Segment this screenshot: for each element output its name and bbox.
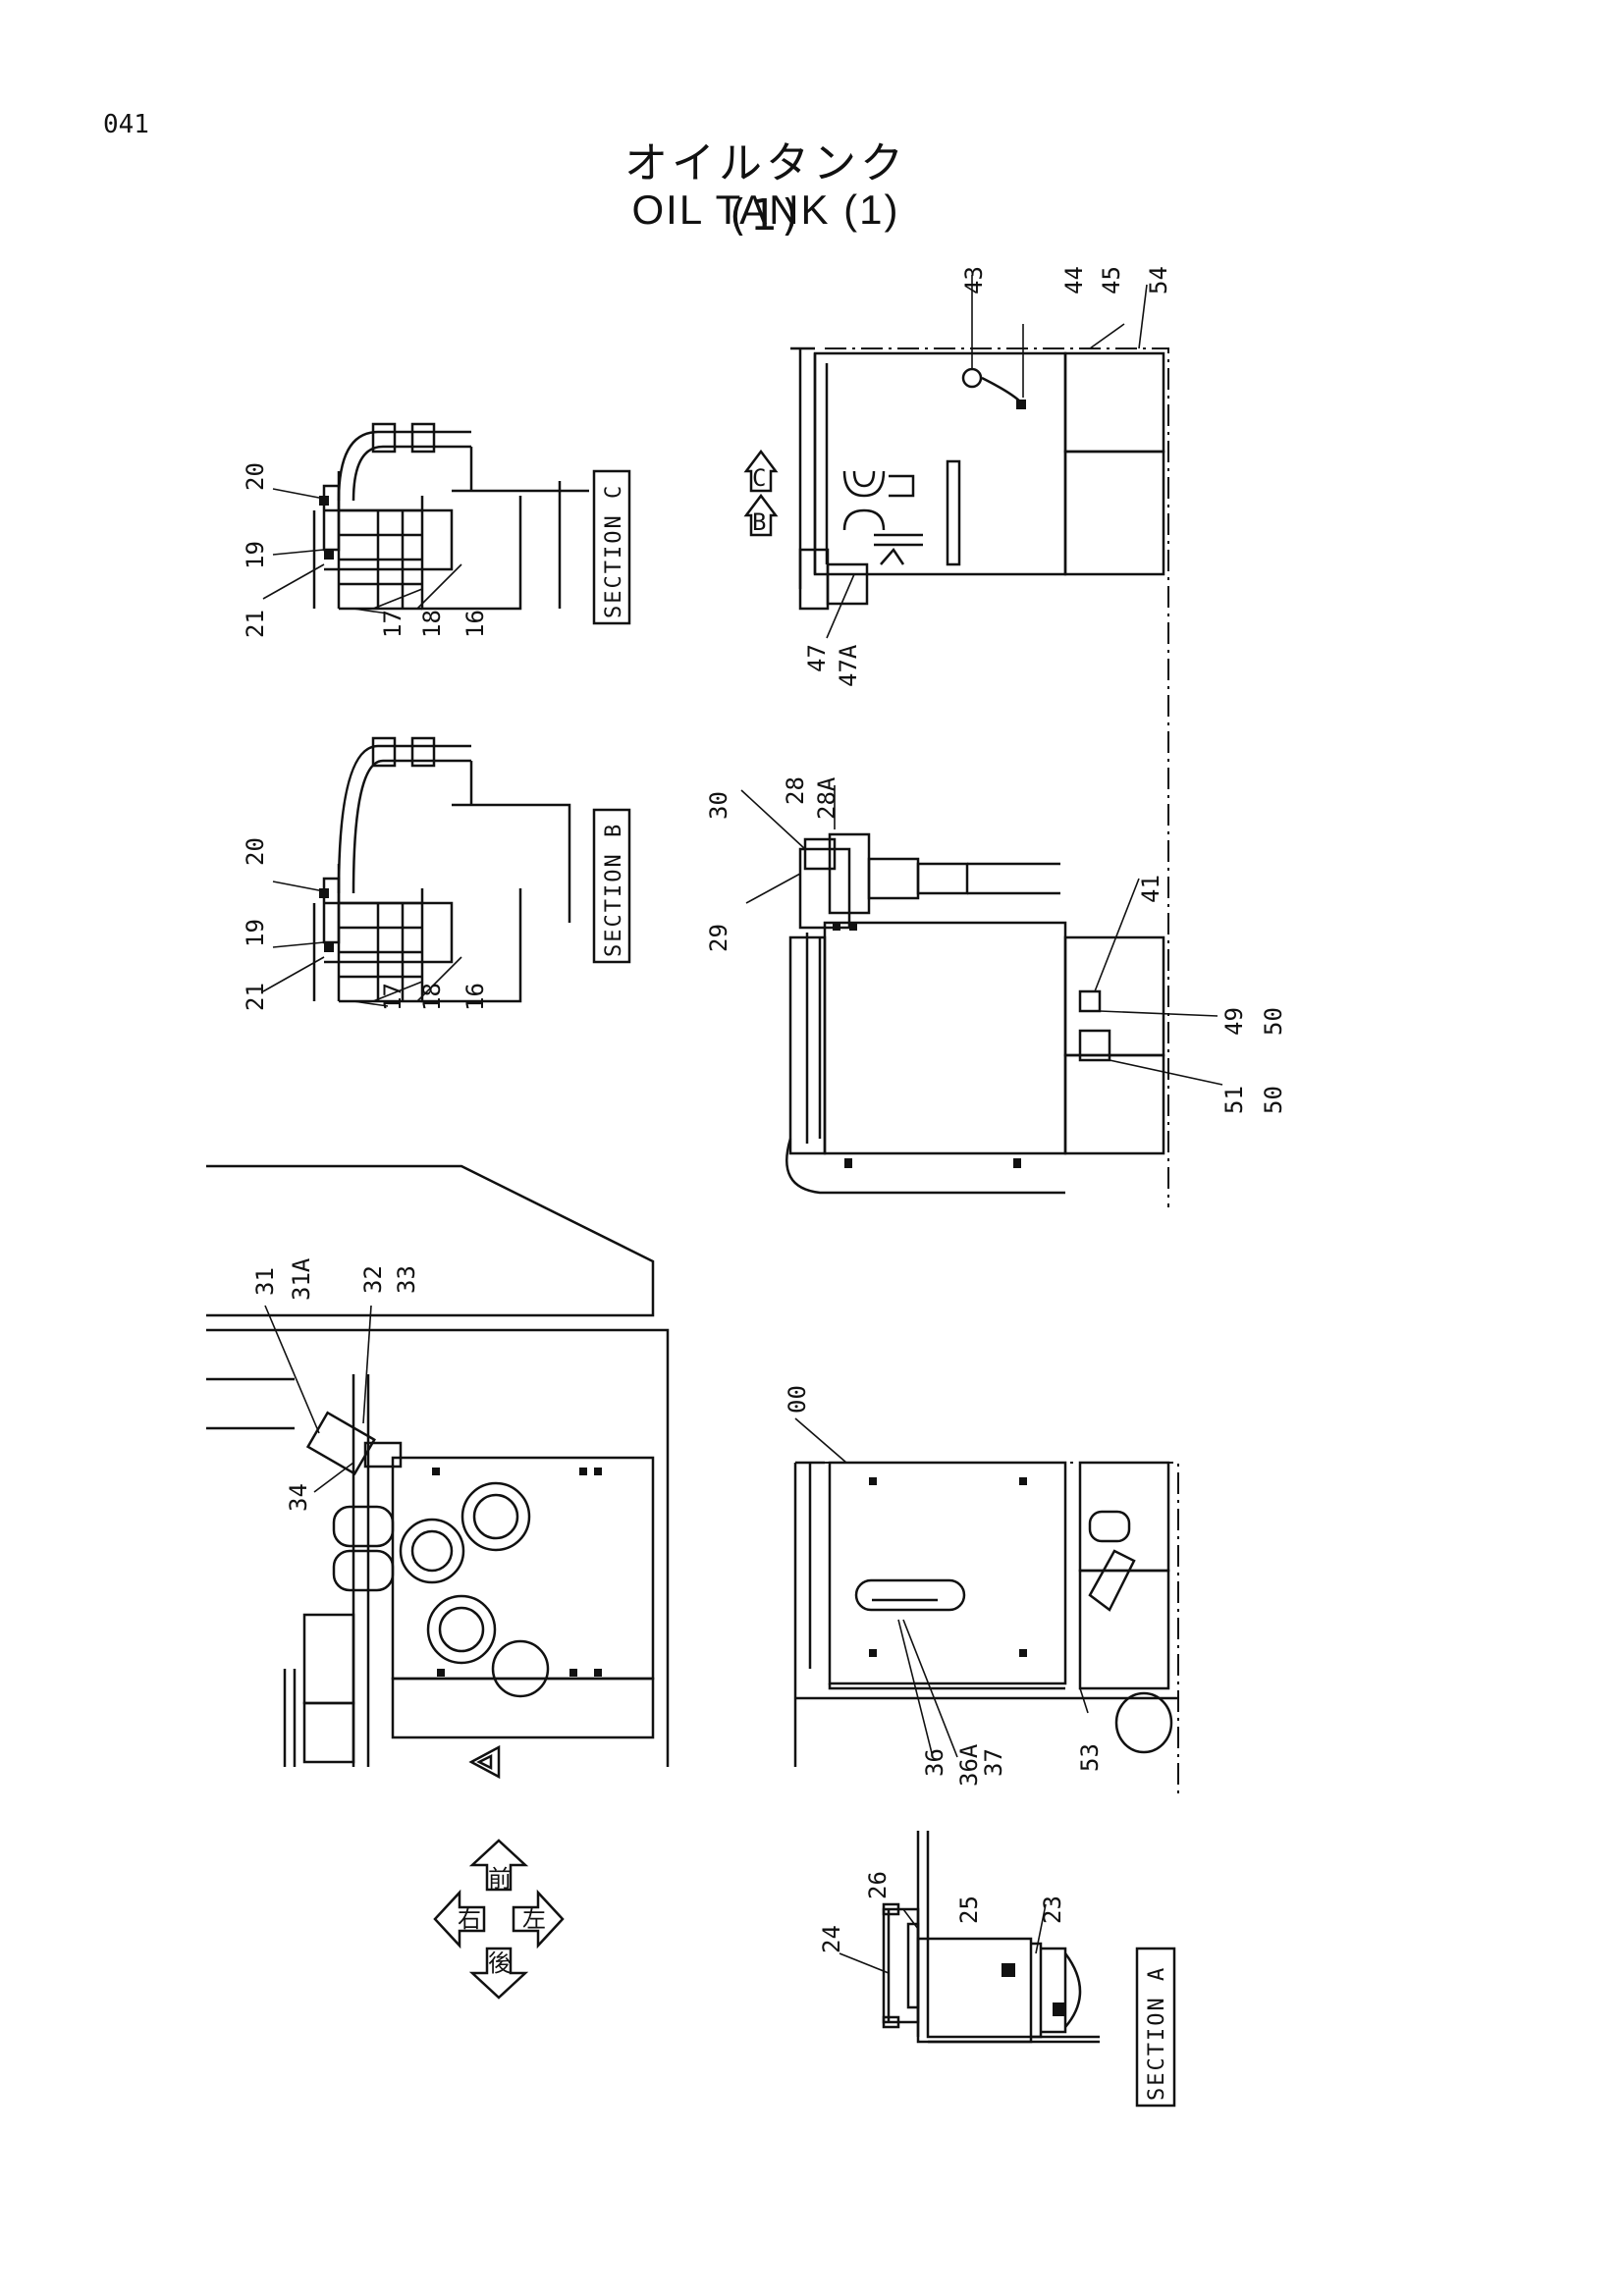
compass-rear: 後 xyxy=(488,1949,512,1977)
section-c-label: SECTION C xyxy=(602,484,626,618)
section-b-label: SECTION B xyxy=(602,823,626,957)
callout-49: 49 xyxy=(1220,1007,1248,1036)
section-a-label: SECTION A xyxy=(1145,1966,1169,2101)
callouts-side-top: 43 44 45 54 47 47A xyxy=(803,266,1172,687)
callout-26: 26 xyxy=(864,1871,892,1899)
title-english: OIL TANK (1) xyxy=(631,187,900,233)
callout-36a: 36A xyxy=(955,1743,983,1787)
callout-18: 18 xyxy=(418,610,446,638)
callout-32: 32 xyxy=(359,1265,387,1294)
callouts-section-a: 24 26 25 23 xyxy=(818,1871,1066,1953)
callout-18: 18 xyxy=(418,983,446,1011)
callout-28a: 28A xyxy=(813,776,840,820)
callout-19: 19 xyxy=(242,541,269,569)
compass-right: 右 xyxy=(458,1905,481,1933)
side-view-top: C B xyxy=(743,275,1169,1207)
callout-16: 16 xyxy=(461,983,489,1011)
callout-23: 23 xyxy=(1039,1896,1066,1924)
callout-51: 51 xyxy=(1220,1086,1248,1114)
callout-16: 16 xyxy=(461,610,489,638)
callout-17: 17 xyxy=(379,610,406,638)
callout-21: 21 xyxy=(242,983,269,1011)
callout-25: 25 xyxy=(955,1896,983,1924)
callout-54: 54 xyxy=(1145,266,1172,294)
callout-47a: 47A xyxy=(835,644,862,687)
callout-28: 28 xyxy=(782,776,809,805)
callout-50: 50 xyxy=(1260,1086,1287,1114)
callout-30: 30 xyxy=(705,791,732,820)
callouts-section-c: 20 19 21 17 18 16 xyxy=(242,462,489,638)
side-view-mid xyxy=(740,785,1223,1195)
callout-44: 44 xyxy=(1060,266,1088,294)
callout-47: 47 xyxy=(803,644,831,672)
callout-33: 33 xyxy=(393,1265,420,1294)
callout-29: 29 xyxy=(705,924,732,952)
callout-45: 45 xyxy=(1098,266,1125,294)
callout-24: 24 xyxy=(818,1925,845,1953)
callout-20: 20 xyxy=(242,462,269,491)
callouts-section-b: 20 19 21 17 18 16 xyxy=(242,837,489,1011)
callout-21: 21 xyxy=(242,610,269,638)
section-a-view: SECTION A xyxy=(839,1831,1176,2108)
direction-compass: 前 後 右 左 xyxy=(433,1839,565,2000)
compass-front: 前 xyxy=(488,1865,512,1893)
title-japanese: オイルタンク (1) xyxy=(624,138,907,240)
callout-36: 36 xyxy=(921,1748,948,1777)
view-marker-c: C xyxy=(752,464,766,492)
callout-17: 17 xyxy=(379,983,406,1011)
callout-20: 20 xyxy=(242,837,269,866)
callout-31a: 31A xyxy=(288,1257,315,1301)
callout-19: 19 xyxy=(242,919,269,947)
callout-00: 00 xyxy=(784,1385,811,1414)
view-marker-b: B xyxy=(752,508,766,536)
callout-50: 50 xyxy=(1260,1007,1287,1036)
plan-view xyxy=(206,1164,670,1780)
page-number: 041 xyxy=(103,110,149,139)
callout-41: 41 xyxy=(1137,875,1164,903)
callouts-plan: 31 31A 32 33 34 xyxy=(251,1257,420,1512)
callout-37: 37 xyxy=(980,1748,1007,1777)
callout-34: 34 xyxy=(285,1483,312,1512)
callout-43: 43 xyxy=(960,266,988,294)
section-b-view: SECTION B xyxy=(262,736,631,1007)
callouts-front: 00 36 36A 37 53 xyxy=(784,1385,1104,1787)
front-view xyxy=(793,1417,1179,1796)
section-c-view: SECTION C xyxy=(262,422,631,625)
callout-53: 53 xyxy=(1076,1743,1104,1772)
callout-31: 31 xyxy=(251,1267,279,1296)
callouts-side-mid: 30 28 28A 29 41 49 50 51 50 xyxy=(705,776,1287,1114)
compass-left: 左 xyxy=(522,1905,546,1933)
